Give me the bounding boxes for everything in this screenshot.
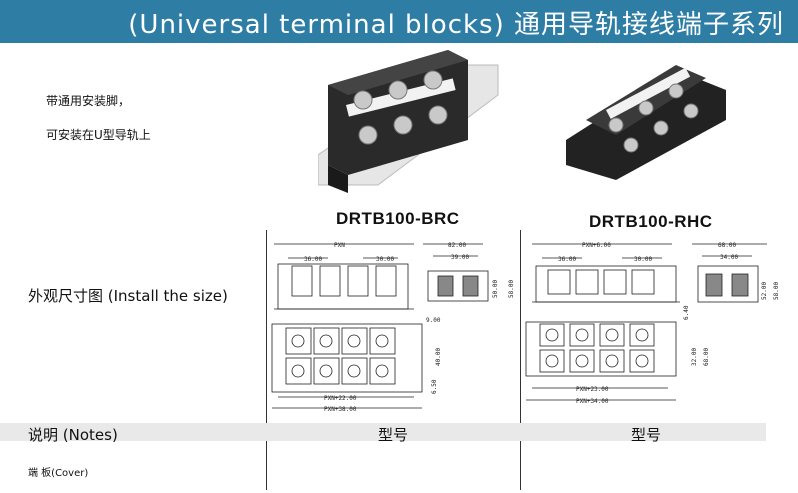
dim-50: 50.00: [492, 280, 499, 298]
dim-82: 82.00: [448, 242, 466, 249]
dim-40: 40.00: [435, 348, 442, 366]
dim-68-b: 68.00: [703, 348, 710, 366]
dim-58: 58.00: [508, 280, 515, 298]
page-title: (Universal terminal blocks) 通用导轨接线端子系列: [128, 10, 784, 40]
dim-pxn-6: PXN+6.00: [582, 242, 611, 249]
dim-39: 39.00: [451, 254, 469, 261]
dim-30: 30.00: [376, 256, 394, 263]
dim-pxn-22: PXN+22.00: [324, 395, 357, 402]
product-photo-rhc: [566, 65, 726, 180]
product-photo-brc: [318, 50, 499, 193]
dim-30: 30.00: [634, 256, 652, 263]
divider-right: [520, 230, 521, 490]
drawing-rhc: PXN+6.00 36.00 30.00 68.00 34.00 52.00 5…: [525, 242, 780, 405]
dim-pxn-38: PXN+38.00: [324, 406, 357, 413]
model-title-brc: DRTB100-BRC: [336, 209, 460, 228]
install-size-label: 外观尺寸图 (Install the size): [28, 287, 228, 305]
type-label-brc: 型号: [378, 426, 409, 444]
dim-6-4: 6.40: [683, 305, 690, 320]
model-title-rhc: DRTB100-RHC: [589, 212, 713, 231]
dim-6-5: 6.50: [431, 379, 438, 394]
dim-32: 32.00: [691, 348, 698, 366]
dim-52: 52.00: [761, 282, 768, 300]
dim-36: 36.00: [304, 256, 322, 263]
cover-label: 端 板(Cover): [28, 468, 89, 479]
dim-34: 34.00: [720, 254, 738, 261]
dim-36: 36.00: [558, 256, 576, 263]
drawing-brc: PXN 36.00 30.00 82.00 39.00 50.00 58.00 …: [271, 242, 515, 413]
dim-pxn: PXN: [334, 242, 345, 249]
dim-pxn-23: PXN+23.00: [576, 386, 609, 393]
page-header: (Universal terminal blocks) 通用导轨接线端子系列: [0, 0, 798, 43]
dim-68: 68.00: [718, 242, 736, 249]
dim-9: 9.00: [426, 317, 441, 324]
type-label-rhc: 型号: [631, 426, 662, 444]
divider-left: [266, 230, 267, 490]
dim-pxn-34: PXN+34.00: [576, 398, 609, 405]
notes-label: 说明 (Notes): [28, 426, 118, 444]
dim-58: 58.00: [773, 282, 780, 300]
notes-bar: 说明 (Notes) 型号 型号: [0, 423, 766, 444]
description-line-2: 可安装在U型导轨上: [46, 128, 151, 142]
description-line-1: 带通用安装脚，: [46, 94, 131, 108]
